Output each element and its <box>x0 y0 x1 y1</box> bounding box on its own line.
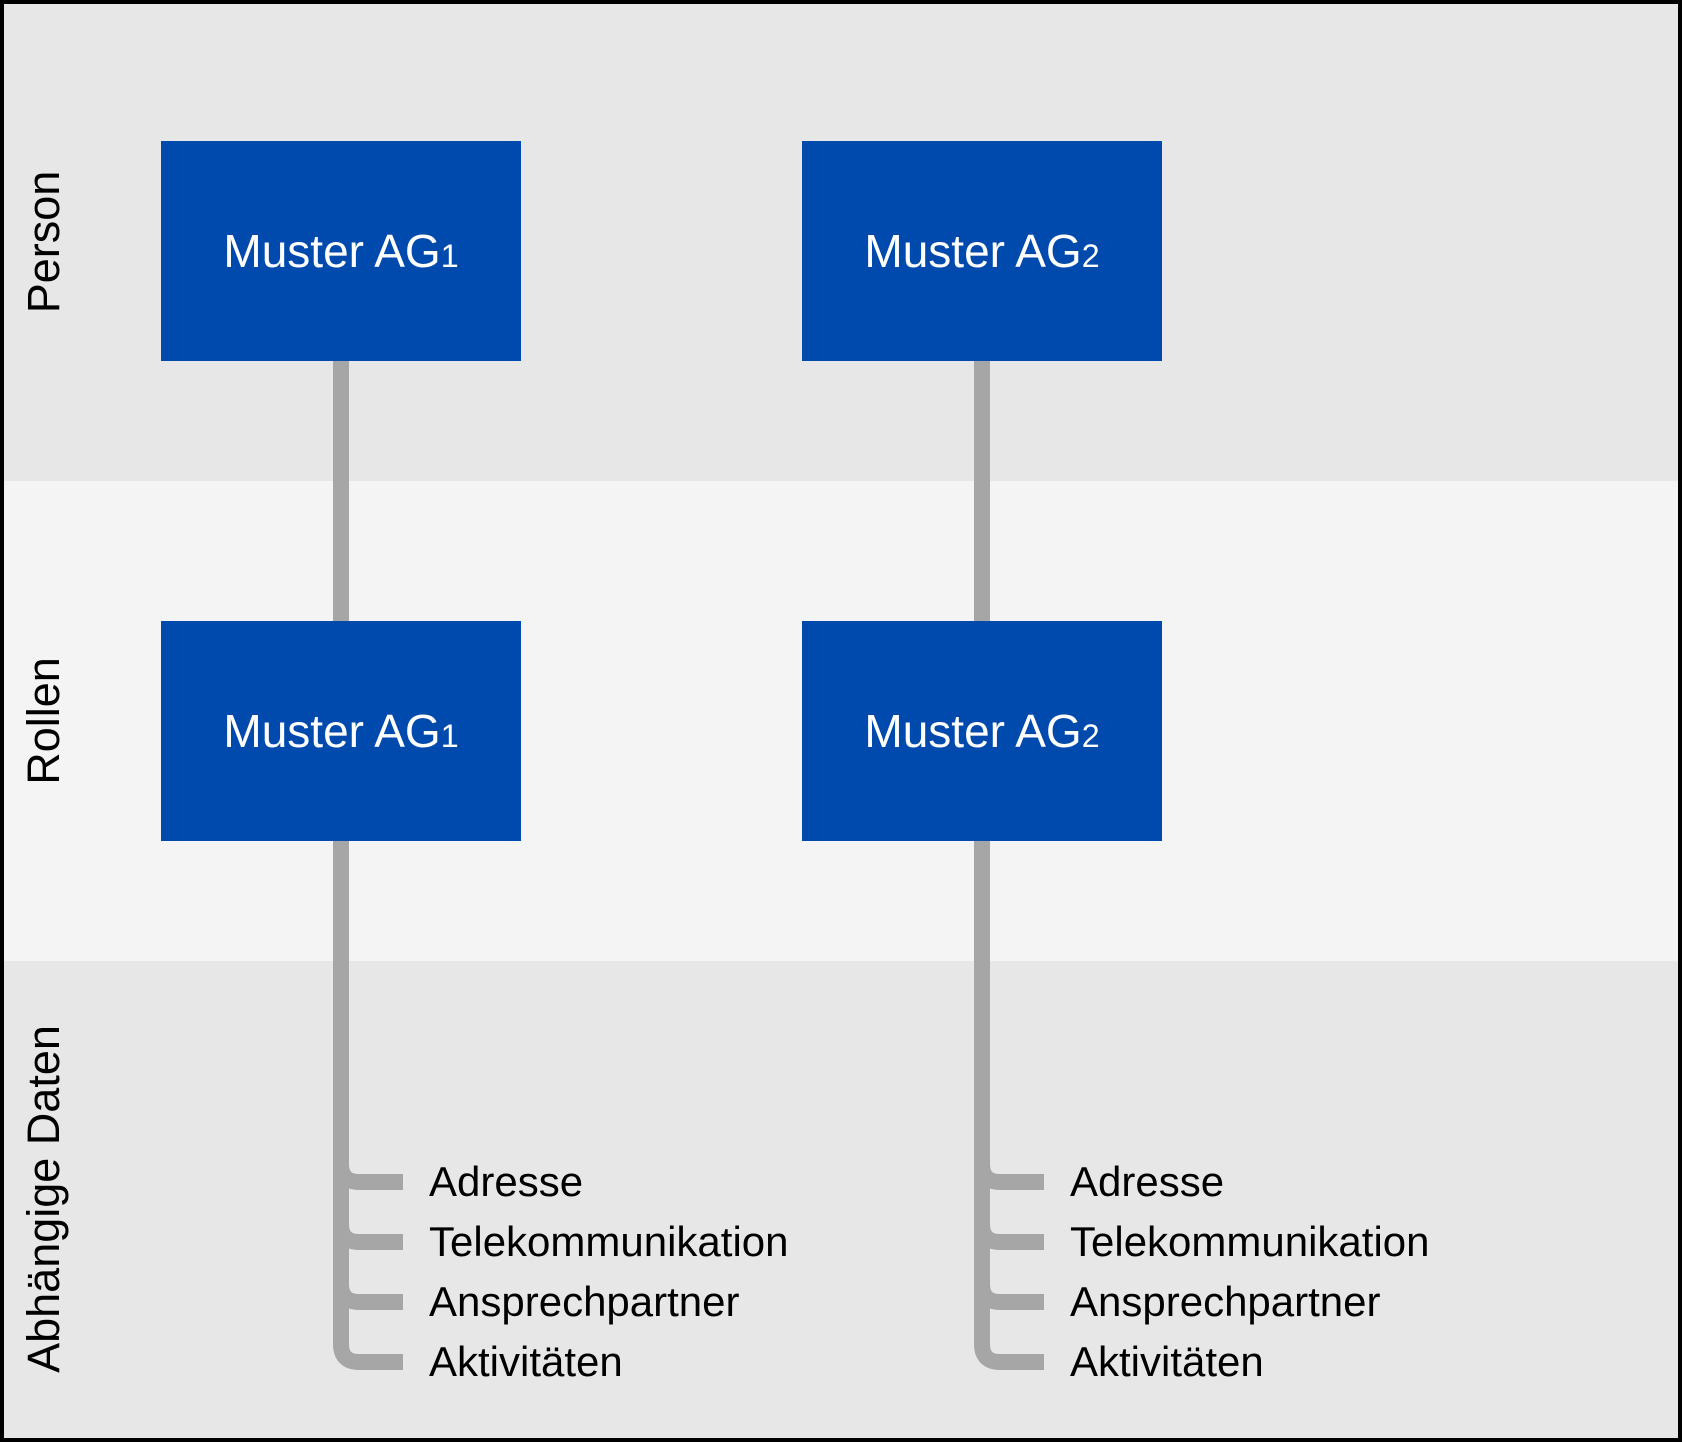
item-ansprechpartner-2: Ansprechpartner <box>1070 1278 1381 1325</box>
item-aktivitaeten-2: Aktivitäten <box>1070 1338 1264 1385</box>
branch-telekommunikation-1 <box>333 1182 403 1250</box>
node-label-subscript: 2 <box>1081 718 1100 754</box>
node-label: Muster AG2 <box>864 225 1100 277</box>
band-abhaengige-daten: Abhängige Daten <box>4 961 1678 1438</box>
branch-adresse-1 <box>333 1122 403 1190</box>
item-telekommunikation-2: Telekommunikation <box>1070 1218 1430 1265</box>
node-rolle-muster-ag2: Muster AG2 <box>802 621 1162 841</box>
node-label: Muster AG2 <box>864 705 1100 757</box>
node-label-subscript: 1 <box>440 718 459 754</box>
item-aktivitaeten-1: Aktivitäten <box>429 1338 623 1385</box>
item-adresse-2: Adresse <box>1070 1158 1225 1205</box>
branch-telekommunikation-2 <box>974 1182 1044 1250</box>
item-adresse-1: Adresse <box>429 1158 584 1205</box>
node-label-subscript: 2 <box>1081 238 1100 274</box>
trunk-dependent-data-1 <box>333 839 403 1370</box>
node-person-muster-ag1: Muster AG1 <box>161 141 521 361</box>
item-telekommunikation-1: Telekommunikation <box>429 1218 789 1265</box>
node-rolle-muster-ag1: Muster AG1 <box>161 621 521 841</box>
node-label-subscript: 1 <box>440 238 459 274</box>
branch-ansprechpartner-2 <box>974 1242 1044 1310</box>
item-ansprechpartner-1: Ansprechpartner <box>429 1278 740 1325</box>
connector-lines <box>333 359 1044 1370</box>
branch-adresse-2 <box>974 1122 1044 1190</box>
node-person-muster-ag2: Muster AG2 <box>802 141 1162 361</box>
node-label: Muster AG1 <box>223 705 459 757</box>
node-label: Muster AG1 <box>223 225 459 277</box>
trunk-dependent-data-2 <box>974 839 1044 1370</box>
branch-ansprechpartner-1 <box>333 1242 403 1310</box>
